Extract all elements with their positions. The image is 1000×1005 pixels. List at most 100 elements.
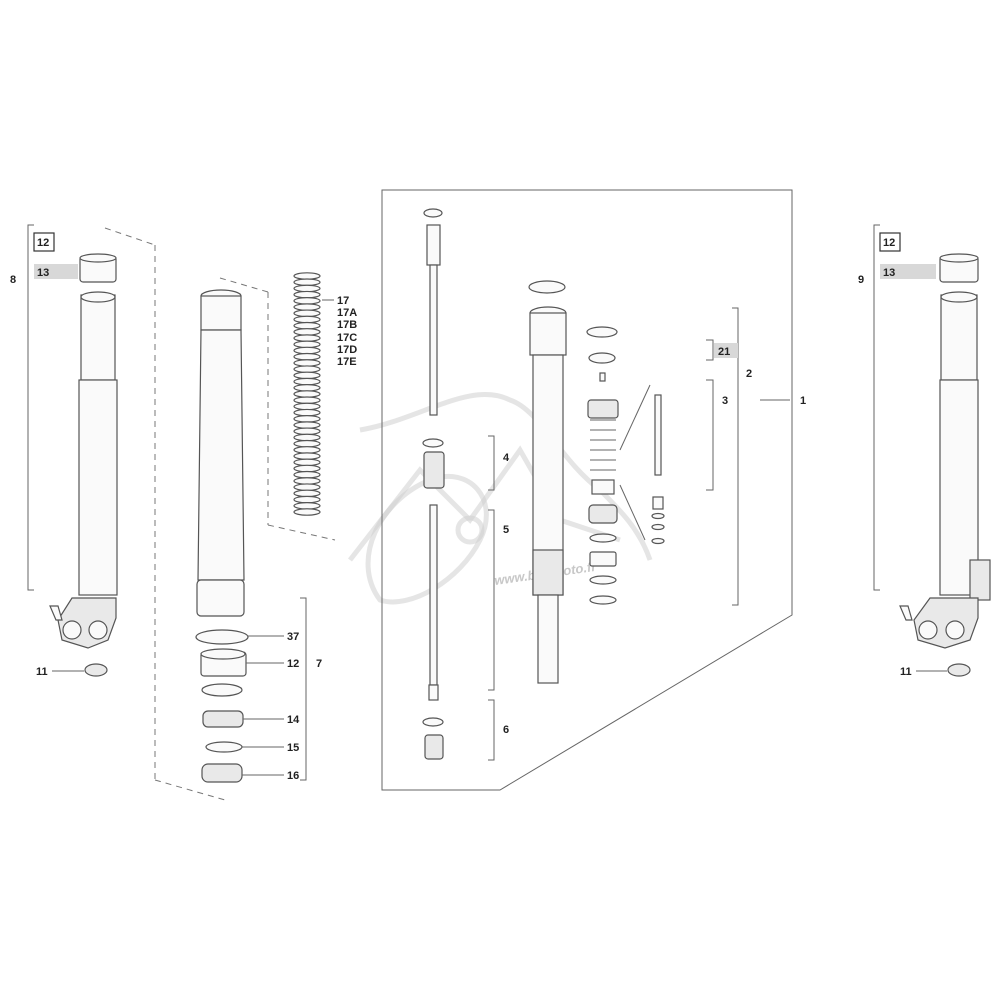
- left-outer-tube-assembly: [27, 224, 226, 801]
- spring-coil: [293, 340, 321, 349]
- callout-9: 9: [858, 274, 864, 286]
- spring-coil: [293, 464, 321, 473]
- spring-coil: [293, 402, 321, 411]
- circlip-37: [195, 629, 249, 645]
- right-clamp-bolt: [899, 605, 913, 621]
- spring-coil: [293, 427, 321, 436]
- callout-12-mid: 12: [287, 658, 299, 670]
- compression-valve-assembly: [586, 307, 790, 606]
- rod-top-valve: [426, 224, 441, 266]
- callout-17: 17: [337, 295, 349, 307]
- callout-8: 8: [10, 274, 16, 286]
- callout-7: 7: [316, 658, 322, 670]
- cartridge-cap: [529, 312, 567, 356]
- clip-15: [205, 741, 243, 753]
- spring-coil: [293, 408, 321, 417]
- right-outer-tube-lower: [939, 379, 979, 596]
- fork-spring-17: [293, 272, 321, 516]
- callout-1: 1: [800, 395, 806, 407]
- spring-coil: [293, 483, 321, 491]
- left-outer-tube-lower: [78, 379, 118, 596]
- spring-coil: [293, 452, 321, 460]
- valve-head: [587, 399, 619, 419]
- callout-2: 2: [746, 368, 752, 380]
- cartridge-group-outline: [381, 189, 793, 791]
- inner-tube-bottom: [196, 579, 245, 617]
- spring-coil: [293, 508, 321, 516]
- spring-coil: [293, 458, 321, 467]
- spring-coil: [293, 415, 321, 423]
- spring-coil: [293, 495, 321, 504]
- spring-coil: [293, 377, 321, 386]
- spring-coil: [293, 365, 321, 373]
- spring-coil: [293, 290, 321, 299]
- right-brake-mount: [969, 559, 991, 601]
- spring-coil: [293, 278, 321, 287]
- spring-coil: [293, 383, 321, 392]
- callout-box-13-left: [34, 264, 78, 279]
- callout-17b: 17B: [337, 319, 357, 331]
- seal-14: [202, 710, 244, 728]
- spring-coil: [293, 284, 321, 293]
- callout-16: 16: [287, 770, 299, 782]
- spring-coil: [293, 489, 321, 498]
- damping-rod-5: [429, 504, 438, 686]
- spring-coil: [293, 321, 321, 330]
- spring-coil: [293, 446, 321, 454]
- base-valve-6: [424, 734, 444, 760]
- right-outer-tube-assembly: [873, 224, 991, 677]
- callout-17c: 17C: [337, 332, 357, 344]
- inner-tube-body: [197, 329, 245, 581]
- callout-13-left: 13: [37, 267, 49, 279]
- cartridge-tube: [528, 280, 567, 684]
- callout-6: 6: [503, 724, 509, 736]
- callout-14: 14: [287, 714, 300, 726]
- spring-coil: [293, 439, 321, 448]
- cartridge-foot: [532, 549, 564, 596]
- right-nut-11: [947, 663, 971, 677]
- spring-coil: [293, 359, 321, 367]
- spring-coil: [293, 346, 321, 355]
- callout-37: 37: [287, 631, 299, 643]
- spring-coil: [293, 390, 321, 398]
- inner-tube-assembly: [196, 277, 336, 617]
- callout-5: 5: [503, 524, 509, 536]
- rod-upper: [429, 264, 438, 416]
- spring-coil: [293, 371, 321, 380]
- spring-coil: [293, 315, 321, 324]
- rebound-piston-4: [423, 451, 445, 489]
- watermark-logo: www.bihrmoto.fr: [348, 392, 653, 605]
- cartridge-bottom-tube: [537, 594, 559, 684]
- callout-4: 4: [503, 452, 510, 464]
- callout-3: 3: [722, 395, 728, 407]
- dust-seal-16: [201, 763, 243, 783]
- valve-piston: [588, 504, 618, 524]
- spring-coil: [293, 328, 321, 336]
- spring-coil: [293, 352, 321, 361]
- spring-coil: [293, 421, 321, 429]
- callout-box-12-left: [33, 232, 55, 252]
- callout-13-right: 13: [883, 267, 895, 279]
- spring-coil: [293, 303, 321, 311]
- callout-box-21: [714, 343, 738, 358]
- callout-17d: 17D: [337, 344, 357, 356]
- callout-12-right: 12: [883, 237, 895, 249]
- seal-stack: [195, 597, 307, 783]
- left-nut-11: [84, 663, 108, 677]
- inner-tube-top: [200, 295, 242, 331]
- callout-box-13-right: [880, 264, 936, 279]
- right-outer-tube-upper: [940, 294, 978, 381]
- callout-11-left: 11: [36, 666, 48, 678]
- spring-coil: [293, 272, 321, 280]
- spring-coil: [293, 309, 321, 318]
- left-outer-tube-upper: [80, 294, 116, 381]
- spring-coil: [293, 477, 321, 485]
- spring-coil: [293, 433, 321, 442]
- spring-coil: [293, 470, 321, 479]
- valve-rod: [654, 394, 662, 476]
- washer: [201, 683, 243, 697]
- callout-15: 15: [287, 742, 299, 754]
- spring-coil: [293, 501, 321, 510]
